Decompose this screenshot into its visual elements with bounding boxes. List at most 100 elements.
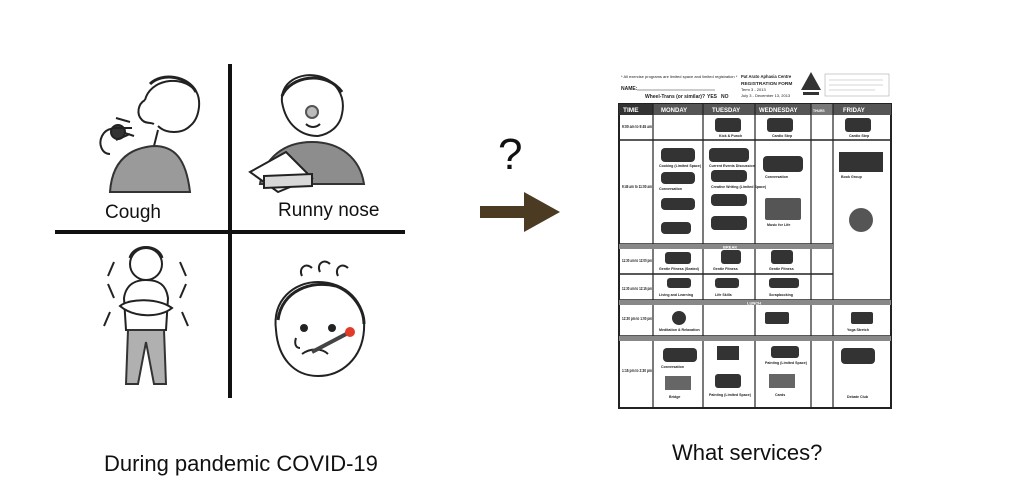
form-wheeltrans-label: Wheel-Trans (or similar)? (645, 94, 705, 100)
activity-icon (763, 156, 803, 172)
activity-icon (661, 172, 695, 184)
activity-label: Cardio Step (849, 134, 870, 138)
activity-label: Book Group (841, 175, 863, 179)
right-caption: What services? (672, 440, 823, 465)
time-slot-1: 9:00 am to 9:45 am (622, 124, 652, 129)
form-header-note: * All exercise programs are limited spac… (621, 74, 738, 79)
activity-label: Creative Writing (Limited Space) (711, 185, 767, 189)
activity-icon (715, 118, 741, 132)
lunch-bar-2 (619, 336, 891, 341)
lunch-label: LUNCH (747, 301, 761, 306)
time-slot-5: 12:30 pm to 1:00 pm (622, 316, 652, 321)
activity-icon (841, 348, 875, 364)
activity-icon (771, 346, 799, 358)
activity-label: Meditation & Relaxation (659, 328, 700, 332)
activity-icon (665, 376, 691, 390)
activity-label: Gentle Fitness (713, 267, 738, 271)
form-term: Term 3 - 2013 (741, 87, 766, 92)
activity-icon (715, 278, 739, 288)
column-dividers (652, 104, 834, 408)
symptom-grid (50, 62, 410, 402)
activity-icon (711, 170, 747, 182)
activity-icon (672, 311, 686, 325)
activity-icon (665, 252, 691, 264)
header-monday: MONDAY (661, 108, 687, 114)
symptom-grid-drawing (55, 64, 405, 398)
header-tuesday: TUESDAY (712, 108, 740, 114)
activity-icon (849, 208, 873, 232)
header-thurs: THURS (813, 109, 825, 113)
shivering-person-icon (103, 246, 189, 385)
activity-icons (661, 118, 883, 390)
activity-label: Gentle Fitness (769, 267, 794, 271)
activity-icon (769, 278, 799, 288)
question-mark: ? (498, 130, 523, 179)
activity-label: Painting (Limited Space) (709, 393, 752, 397)
form-title: REGISTRATION FORM (741, 81, 792, 87)
activity-label: Life Skills (715, 293, 732, 297)
activity-icon (711, 194, 747, 206)
activity-icon (711, 216, 747, 230)
time-slot-6: 1:15 pm to 2:30 pm (622, 368, 652, 373)
form-note-box (824, 73, 890, 97)
form-logo-icon (801, 72, 821, 95)
activity-label: Yoga Stretch (847, 328, 869, 332)
registration-form: * All exercise programs are limited spac… (615, 68, 897, 410)
runny-nose-label: Runny nose (278, 200, 380, 221)
registration-form-drawing: * All exercise programs are limited spac… (618, 72, 892, 409)
header-friday: FRIDAY (843, 108, 865, 114)
activity-label: Kick & Punch (719, 134, 742, 138)
form-no-label: NO (721, 94, 729, 100)
activity-icon (765, 198, 801, 220)
activity-icon (661, 148, 695, 162)
activity-icon (851, 312, 873, 324)
time-slot-2: 9:45 am to 11:00 am (622, 184, 652, 189)
break-label: BREAK (723, 245, 737, 250)
activity-label: Conversation (659, 187, 682, 191)
lunch-bar (619, 300, 891, 305)
activity-icon (839, 152, 883, 172)
activity-label: Scrapbooking (769, 293, 793, 297)
activity-label: Debate Club (847, 395, 869, 399)
activity-icon (769, 374, 795, 388)
form-centre-name: Pat Arato Aphasia Centre (741, 74, 792, 79)
day-header-row: TIME MONDAY TUESDAY WEDNESDAY THURS FRID… (619, 104, 891, 115)
header-wednesday: WEDNESDAY (759, 108, 797, 114)
time-slot-4: 11:30 am to 12:15 pm (622, 286, 652, 291)
cough-person-icon (99, 75, 201, 193)
activity-label: Painting (Limited Space) (765, 361, 808, 365)
activity-icon (661, 222, 691, 234)
activity-icon (717, 346, 739, 360)
activity-icon (663, 348, 697, 362)
activity-label: Bridge (669, 395, 680, 399)
activity-label: Current Events Discussion (709, 164, 755, 168)
activity-icon (709, 148, 749, 162)
form-name-label: NAME: (621, 86, 638, 92)
right-arrow-icon (480, 192, 560, 241)
activity-icon (767, 118, 793, 132)
activity-icon (661, 198, 695, 210)
header-time: TIME (623, 107, 639, 114)
activity-icon (715, 374, 741, 388)
activity-icon (771, 250, 793, 264)
form-yes-label: YES (707, 94, 718, 100)
cough-label: Cough (105, 202, 161, 223)
activity-icon (765, 312, 789, 324)
activity-label: Gentle Fitness (Seated) (659, 267, 700, 271)
activity-label: Cards (775, 393, 785, 397)
activity-icon (845, 118, 871, 132)
form-dates: July 3 - December 13, 2013 (741, 93, 791, 98)
activity-label: Conversation (661, 365, 684, 369)
activity-icon (721, 250, 741, 264)
activity-label: Conversation (765, 175, 788, 179)
runny-nose-person-icon (248, 74, 366, 194)
time-slot-3: 11:30 am to 12:00 pm (622, 258, 652, 263)
activity-label: Cardio Step (772, 134, 793, 138)
activity-label: Cooking (Limited Space) (659, 164, 702, 168)
activity-label: Living and Learning (659, 293, 693, 297)
break-bar (619, 244, 833, 249)
fever-person-icon (274, 260, 366, 378)
left-caption: During pandemic COVID-19 (104, 451, 378, 476)
activity-label: Music for Life (767, 223, 790, 227)
activity-icon (667, 278, 691, 288)
